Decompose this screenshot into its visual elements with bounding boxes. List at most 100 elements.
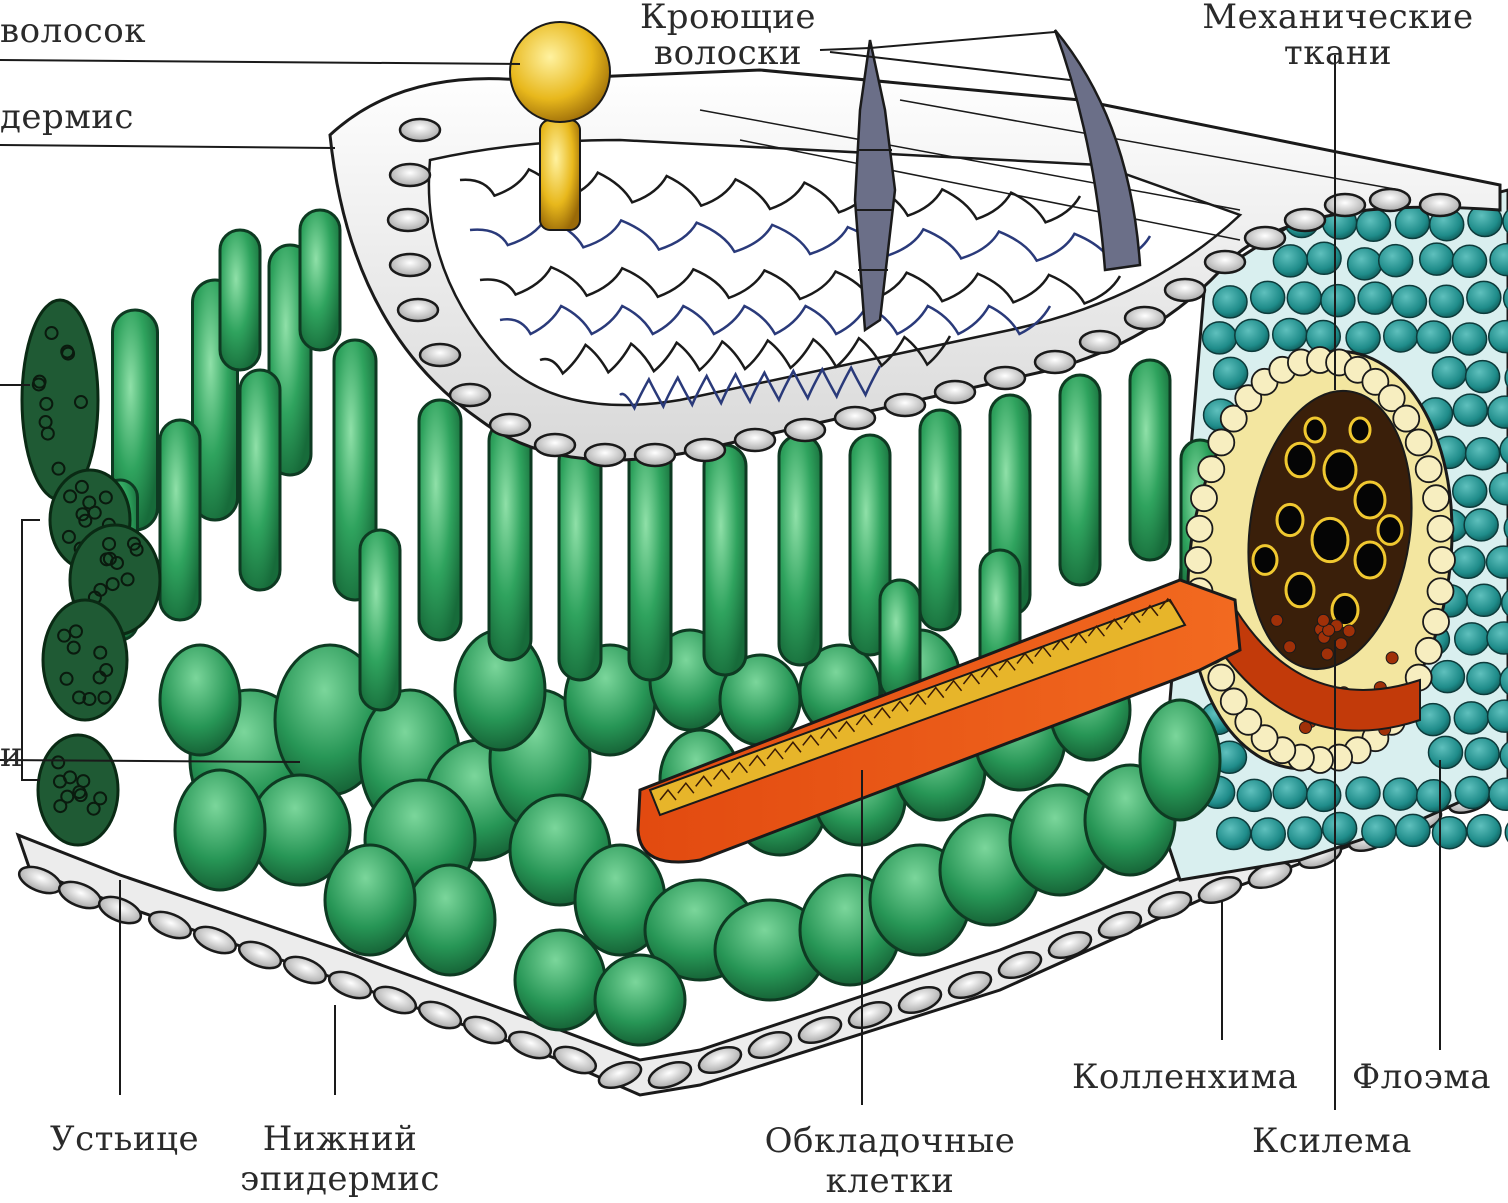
upper-epidermis-cell [1035, 351, 1075, 373]
mechanical-tissue-cell [1455, 776, 1489, 808]
upper-epidermis-cell [885, 394, 925, 416]
mechanical-tissue-cell [1467, 281, 1501, 313]
mechanical-tissue-cell [1214, 357, 1248, 389]
xylem-vessel [1286, 573, 1314, 607]
mechanical-tissue-cell [1467, 662, 1501, 694]
mechanical-tissue-cell [1453, 394, 1487, 426]
phloem-cell [1321, 648, 1333, 660]
upper-epidermis-cell [1370, 189, 1410, 211]
xylem-vessel [1277, 504, 1303, 535]
label-bundle-sheath-line2: клетки [760, 1164, 1020, 1198]
label-upper-epidermis: дермис [0, 100, 134, 134]
sheath-cell [1187, 516, 1213, 542]
mechanical-tissue-cell [1455, 623, 1489, 655]
sheath-cell [1393, 406, 1419, 432]
sheath-cell [1198, 456, 1224, 482]
mechanical-tissue-cell [1203, 322, 1237, 354]
upper-epidermis-cell [1205, 251, 1245, 273]
sheath-cell [1427, 578, 1453, 604]
upper-epidermis-cell [420, 344, 460, 366]
mechanical-tissue-cell [1453, 475, 1487, 507]
upper-epidermis-cell [785, 419, 825, 441]
upper-epidermis-cell [835, 407, 875, 429]
label-mechanical-tissues: Механические ткани [1198, 0, 1478, 70]
upper-epidermis-cell [935, 381, 975, 403]
mechanical-tissue-cell [1466, 361, 1500, 393]
upper-epidermis-cell [1080, 331, 1120, 353]
mechanical-tissue-cell [1467, 815, 1501, 847]
mechanical-tissue-cell [1348, 248, 1382, 280]
label-mechanical-tissues-line1: Механические [1198, 0, 1478, 34]
upper-epidermis-cell [635, 444, 675, 466]
mechanical-tissue-cell [1273, 245, 1307, 277]
mechanical-tissue-cell [1379, 245, 1413, 277]
upper-epidermis-cell [390, 254, 430, 276]
xylem-vessel [1286, 443, 1314, 477]
mechanical-tissue-cell [1465, 738, 1499, 770]
sheath-cell [1185, 547, 1211, 573]
label-stomata: Устьице [50, 1122, 199, 1156]
upper-epidermis-cell [390, 164, 430, 186]
mechanical-tissue-cell [1273, 319, 1307, 351]
xylem-vessel [1355, 482, 1385, 518]
xylem-vessel [1378, 516, 1402, 545]
sheath-cell [1406, 429, 1432, 455]
spongy-cell [595, 955, 685, 1045]
palisade-cell [160, 420, 200, 620]
mechanical-tissue-cell [1428, 736, 1462, 768]
upper-epidermis-cell [985, 367, 1025, 389]
upper-epidermis-cell [535, 434, 575, 456]
palisade-cell [1130, 360, 1170, 560]
mechanical-tissue-cell [1420, 243, 1454, 275]
mechanical-tissue-cell [1213, 286, 1247, 318]
sheath-cell [1427, 516, 1453, 542]
mechanical-tissue-cell [1396, 814, 1430, 846]
mechanical-tissue-cell [1288, 817, 1322, 849]
label-xylem: Ксилема [1252, 1124, 1412, 1158]
sheath-cell [1208, 429, 1234, 455]
palisade-cell [360, 530, 400, 710]
label-lower-epidermis: Нижний эпидермис [230, 1122, 450, 1196]
sheath-cell [1423, 609, 1449, 635]
mechanical-tissue-cell [1429, 285, 1463, 317]
palisade-cell [704, 445, 746, 675]
mechanical-tissue-cell [1237, 779, 1271, 811]
mechanical-tissue-cell [1346, 322, 1380, 354]
sheath-cell [1423, 485, 1449, 511]
sheath-cell [1221, 688, 1247, 714]
upper-epidermis-cell [735, 429, 775, 451]
xylem-vessel [1312, 518, 1348, 561]
upper-epidermis-cell [1420, 194, 1460, 216]
label-collenchyma: Колленхима [1072, 1060, 1298, 1094]
palisade-cell [300, 210, 340, 350]
xylem-vessel [1355, 542, 1385, 578]
mechanical-tissue-cell [1466, 438, 1500, 470]
phloem-cell [1317, 614, 1329, 626]
upper-epidermis-cell [1325, 194, 1365, 216]
label-covering-hairs-line1: Кроющие [628, 0, 828, 34]
mechanical-tissue-cell [1430, 661, 1464, 693]
mechanical-tissue-cell [1321, 285, 1355, 317]
mechanical-tissue-cell [1383, 778, 1417, 810]
upper-epidermis-cell [1125, 307, 1165, 329]
mechanical-tissue-cell [1416, 704, 1450, 736]
palisade-cell [220, 230, 260, 370]
spongy-cell [175, 770, 265, 890]
sheath-cell [1191, 485, 1217, 511]
mechanical-tissue-cell [1346, 777, 1380, 809]
upper-epidermis-cell [400, 119, 440, 141]
mechanical-tissue-cell [1217, 817, 1251, 849]
sheath-cell [1416, 638, 1442, 664]
label-cut-text: и [0, 738, 23, 772]
palisade-cell [489, 420, 531, 660]
label-hair: волосок [0, 14, 146, 48]
phloem-cell [1271, 614, 1283, 626]
palisade-cell [920, 410, 960, 630]
xylem-vessel [1350, 418, 1370, 442]
upper-epidermis-cell [490, 414, 530, 436]
phloem-cell [1335, 638, 1347, 650]
palisade-cell [1060, 375, 1100, 585]
xylem-vessel [1253, 546, 1277, 575]
